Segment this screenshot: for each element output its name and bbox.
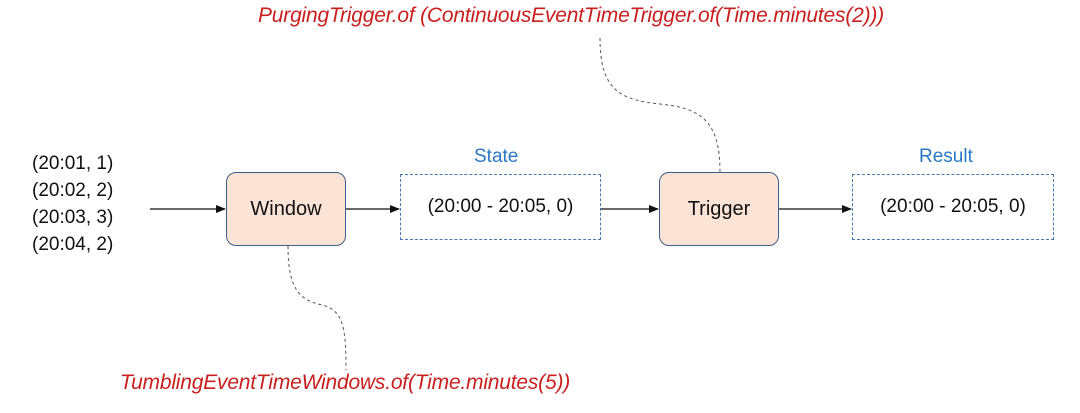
window-code-annotation: TumblingEventTimeWindows.of(Time.minutes… — [120, 371, 571, 394]
trigger-node-label: Trigger — [687, 197, 751, 220]
state-box: (20:00 - 20:05, 0) — [400, 174, 601, 240]
window-node-label: Window — [250, 197, 322, 220]
input-event: (20:01, 1) — [32, 153, 114, 174]
trigger-node: Trigger — [659, 172, 779, 246]
input-event: (20:03, 3) — [32, 207, 114, 228]
trigger-code-annotation: PurgingTrigger.of (ContinuousEventTimeTr… — [258, 4, 884, 27]
input-event: (20:02, 2) — [32, 180, 114, 201]
callout-trigger-annotation — [599, 37, 721, 173]
result-caption: Result — [919, 146, 973, 167]
state-caption: State — [474, 146, 519, 167]
input-event: (20:04, 2) — [32, 234, 114, 255]
window-node: Window — [226, 172, 346, 246]
callout-window-annotation — [287, 245, 347, 371]
state-value: (20:00 - 20:05, 0) — [427, 196, 574, 217]
input-events-list: (20:01, 1) (20:02, 2) (20:03, 3) (20:04,… — [32, 150, 113, 258]
result-box: (20:00 - 20:05, 0) — [852, 174, 1054, 240]
result-value: (20:00 - 20:05, 0) — [880, 196, 1026, 217]
